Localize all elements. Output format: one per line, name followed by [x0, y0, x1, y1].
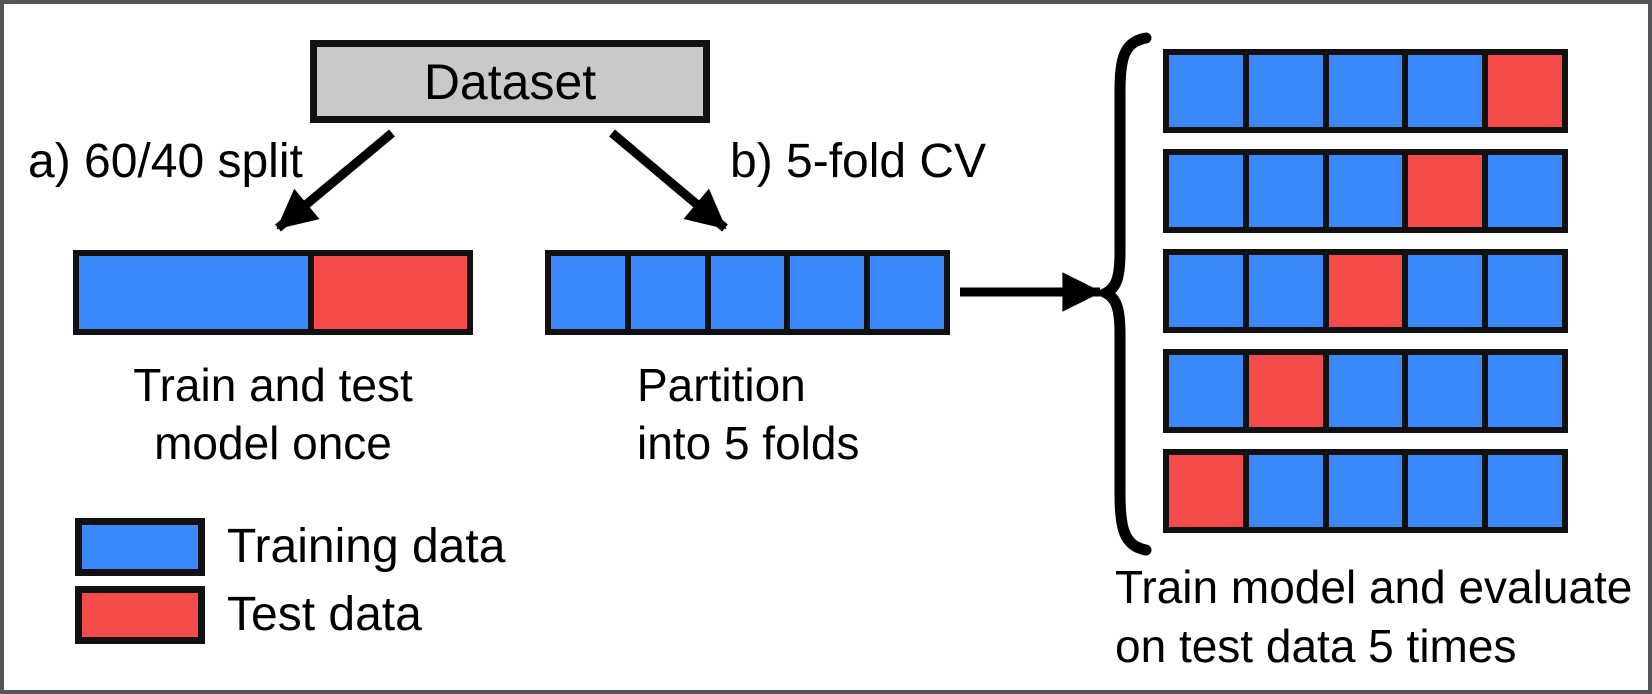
dataset-label: Dataset [423, 53, 597, 110]
split-segment-train [79, 256, 309, 329]
cv-caption-line2: on test data 5 times [1115, 620, 1517, 672]
cv-cell-test [1408, 155, 1483, 227]
cv-cell-train [1248, 155, 1323, 227]
cv-caption: Train model and evaluate on test data 5 … [1115, 558, 1632, 676]
fold-cell-train [710, 256, 785, 329]
arrow-to-folds [609, 129, 728, 232]
split-caption-line1: Train and test [133, 359, 413, 411]
cv-cell-train [1169, 55, 1243, 127]
cv-cell-train [1328, 455, 1403, 527]
cv-row [1163, 349, 1568, 433]
cv-cell-train [1408, 355, 1483, 427]
cv-cell-train [1328, 355, 1403, 427]
branch-b-label: b) 5-fold CV [730, 135, 987, 188]
training-data-label: Training data [227, 520, 506, 573]
branch-a-label: a) 60/40 split [28, 135, 303, 188]
cv-cell-train [1488, 455, 1562, 527]
cv-caption-line1: Train model and evaluate [1115, 561, 1633, 613]
cv-grid [1163, 49, 1568, 549]
dataset-box: Dataset [310, 40, 710, 123]
cv-row [1163, 149, 1568, 233]
brace-icon [1093, 32, 1152, 556]
fold-bar [545, 250, 950, 335]
cv-cell-train [1328, 55, 1403, 127]
cv-cell-test [1488, 55, 1562, 127]
cv-cell-train [1408, 255, 1483, 327]
legend-item-training: Training data [75, 518, 505, 576]
cv-row [1163, 49, 1568, 133]
split-caption: Train and test model once [73, 356, 473, 472]
cv-cell-train [1488, 355, 1562, 427]
cv-cell-train [1169, 255, 1243, 327]
partition-caption: Partition into 5 folds [637, 356, 859, 472]
cv-cell-train [1328, 155, 1403, 227]
fold-cell-train [630, 256, 705, 329]
cv-cell-test [1169, 455, 1243, 527]
split-caption-line2: model once [154, 417, 392, 469]
training-data-swatch [75, 518, 205, 576]
cv-cell-train [1169, 155, 1243, 227]
split-bar [73, 250, 473, 335]
cv-cell-test [1328, 255, 1403, 327]
cv-row [1163, 249, 1568, 333]
cv-cell-train [1248, 255, 1323, 327]
cv-cell-train [1248, 55, 1323, 127]
test-data-swatch [75, 586, 205, 644]
fold-cell-train [870, 256, 944, 329]
split-segment-test [314, 256, 467, 329]
cv-cell-train [1408, 55, 1483, 127]
cv-cell-train [1488, 155, 1562, 227]
partition-caption-line1: Partition [637, 359, 806, 411]
partition-caption-line2: into 5 folds [637, 417, 860, 469]
cv-cell-train [1408, 455, 1483, 527]
cv-row [1163, 449, 1568, 533]
cv-cell-train [1169, 355, 1243, 427]
cv-cell-train [1488, 255, 1562, 327]
fold-cell-train [551, 256, 625, 329]
legend-item-test: Test data [75, 586, 505, 644]
test-data-label: Test data [227, 588, 422, 641]
cv-cell-test [1248, 355, 1323, 427]
fold-cell-train [790, 256, 865, 329]
cv-cell-train [1248, 455, 1323, 527]
legend: Training data Test data [75, 518, 505, 654]
